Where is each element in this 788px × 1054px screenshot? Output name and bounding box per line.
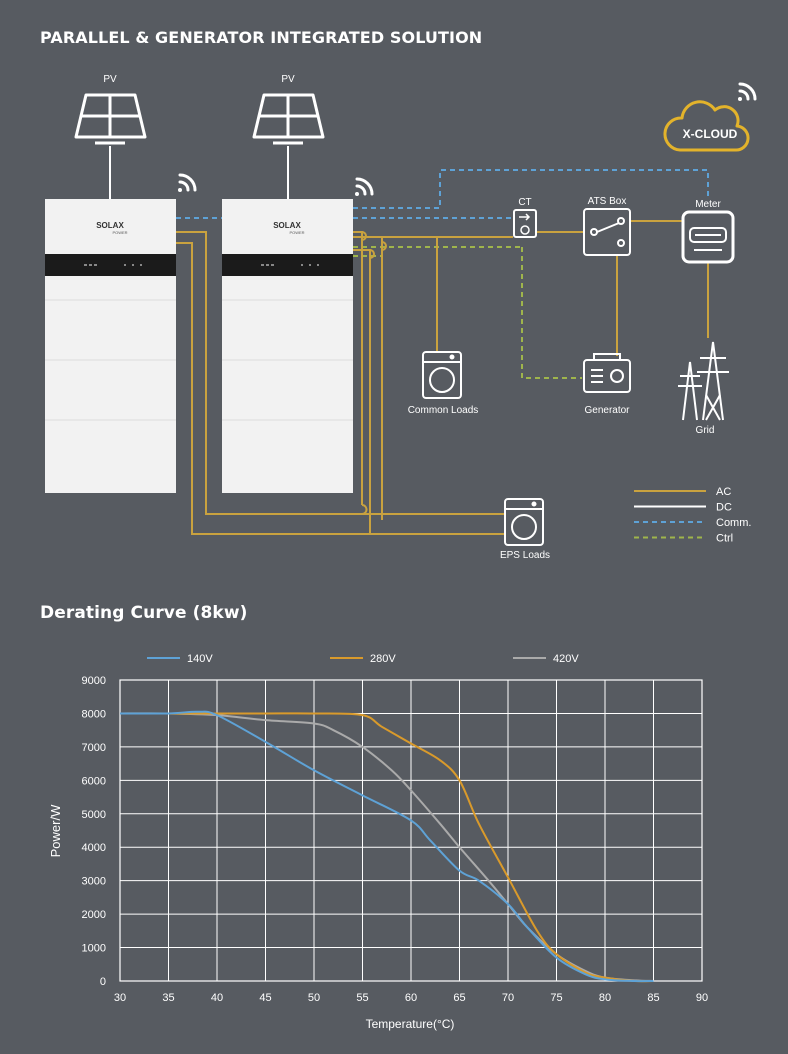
series-line-420v bbox=[119, 712, 654, 982]
main-title: PARALLEL & GENERATOR INTEGRATED SOLUTION bbox=[40, 28, 483, 47]
series-line-280v bbox=[120, 712, 654, 983]
x-tick-label: 85 bbox=[647, 992, 659, 1004]
washing-machine-icon bbox=[504, 498, 544, 546]
wifi-icon bbox=[355, 177, 374, 196]
comm-lines bbox=[176, 169, 709, 219]
pv-label-2: PV bbox=[281, 74, 295, 85]
pv-panel-1: PV bbox=[74, 74, 147, 145]
pv-panel-2: PV bbox=[252, 74, 325, 145]
brand-sub-2: POWER bbox=[289, 230, 304, 235]
x-tick-label: 90 bbox=[696, 992, 708, 1004]
display-dots-icon bbox=[84, 264, 142, 266]
cloud-icon bbox=[663, 100, 750, 152]
washing-machine-icon bbox=[422, 351, 462, 399]
series-line-140v bbox=[119, 710, 654, 983]
chart-series bbox=[119, 710, 654, 983]
cloud-label: X-CLOUD bbox=[683, 127, 738, 141]
pv-label-1: PV bbox=[103, 74, 117, 85]
brand-sub-1: POWER bbox=[112, 230, 127, 235]
grid: Grid bbox=[678, 341, 729, 436]
switch-icon bbox=[583, 208, 631, 256]
chart-ticks: 0 1000 2000 3000 4000 5000 6000 7000 8000 9000 30 3… bbox=[82, 675, 709, 1004]
common-loads-label: Common Loads bbox=[408, 405, 479, 416]
legend-label-140v: 140V bbox=[187, 653, 213, 665]
y-tick-label: 1000 bbox=[82, 943, 106, 955]
y-tick-label: 0 bbox=[100, 976, 106, 988]
x-tick-label: 75 bbox=[550, 992, 562, 1004]
y-tick-label: 2000 bbox=[82, 909, 106, 921]
x-tick-label: 55 bbox=[356, 992, 368, 1004]
ct-sensor: CT bbox=[513, 197, 537, 238]
x-axis-label: Temperature(°C) bbox=[366, 1017, 455, 1031]
chart-legend: 140V 280V 420V bbox=[147, 653, 579, 665]
x-tick-label: 45 bbox=[259, 992, 271, 1004]
legend-label-ac: AC bbox=[716, 486, 731, 498]
y-tick-label: 3000 bbox=[82, 876, 106, 888]
wifi-icon bbox=[738, 82, 757, 101]
y-tick-label: 4000 bbox=[82, 842, 106, 854]
meter: Meter bbox=[681, 199, 735, 264]
ct-icon bbox=[513, 209, 537, 238]
y-tick-label: 8000 bbox=[82, 708, 106, 720]
x-cloud: X-CLOUD bbox=[663, 100, 750, 152]
ctrl-lines bbox=[353, 246, 582, 379]
eps-loads-label: EPS Loads bbox=[500, 550, 550, 561]
x-tick-label: 50 bbox=[308, 992, 320, 1004]
legend-label-comm: Comm. bbox=[716, 517, 751, 529]
meter-label: Meter bbox=[695, 199, 721, 210]
legend-label-280v: 280V bbox=[370, 653, 396, 665]
legend-label-dc: DC bbox=[716, 502, 732, 514]
y-axis-label: Power/W bbox=[48, 804, 63, 857]
display-dots-icon bbox=[261, 264, 319, 266]
y-tick-label: 9000 bbox=[82, 675, 106, 687]
solar-panel-icon bbox=[74, 93, 147, 145]
common-loads: Common Loads bbox=[408, 351, 479, 416]
ats-label: ATS Box bbox=[588, 196, 627, 207]
ct-label: CT bbox=[518, 197, 531, 208]
meter-icon bbox=[681, 210, 735, 264]
brand-logo-1: SOLAX bbox=[96, 221, 124, 230]
plot-frame bbox=[119, 679, 703, 982]
grid-label: Grid bbox=[696, 425, 715, 436]
chart-grid bbox=[119, 679, 703, 982]
y-tick-label: 5000 bbox=[82, 809, 106, 821]
x-tick-label: 30 bbox=[114, 992, 126, 1004]
solar-panel-icon bbox=[252, 93, 325, 145]
line-hops bbox=[361, 231, 387, 515]
generator-icon bbox=[583, 353, 631, 393]
eps-loads: EPS Loads bbox=[500, 498, 550, 561]
legend-label-ctrl: Ctrl bbox=[716, 533, 733, 545]
x-tick-label: 70 bbox=[502, 992, 514, 1004]
dc-lines bbox=[109, 146, 289, 199]
x-tick-label: 40 bbox=[211, 992, 223, 1004]
x-tick-label: 60 bbox=[405, 992, 417, 1004]
y-tick-label: 7000 bbox=[82, 742, 106, 754]
x-tick-label: 80 bbox=[599, 992, 611, 1004]
power-tower-icon bbox=[678, 341, 729, 421]
brand-logo-2: SOLAX bbox=[273, 221, 301, 230]
system-diagram: PV PV SOLAX POWER bbox=[45, 74, 757, 561]
ats-box: ATS Box bbox=[583, 196, 631, 256]
derating-title: Derating Curve (8kw) bbox=[40, 603, 248, 623]
x-tick-label: 65 bbox=[453, 992, 465, 1004]
generator: Generator bbox=[583, 353, 631, 416]
x-tick-label: 35 bbox=[162, 992, 174, 1004]
generator-label: Generator bbox=[584, 405, 630, 416]
wifi-icon bbox=[178, 173, 197, 192]
inverter-2: SOLAX POWER bbox=[222, 199, 353, 493]
y-tick-label: 6000 bbox=[82, 775, 106, 787]
legend-label-420v: 420V bbox=[553, 653, 579, 665]
inverter-1: SOLAX POWER bbox=[45, 199, 176, 493]
diagram-legend: AC DC Comm. Ctrl bbox=[634, 486, 751, 545]
